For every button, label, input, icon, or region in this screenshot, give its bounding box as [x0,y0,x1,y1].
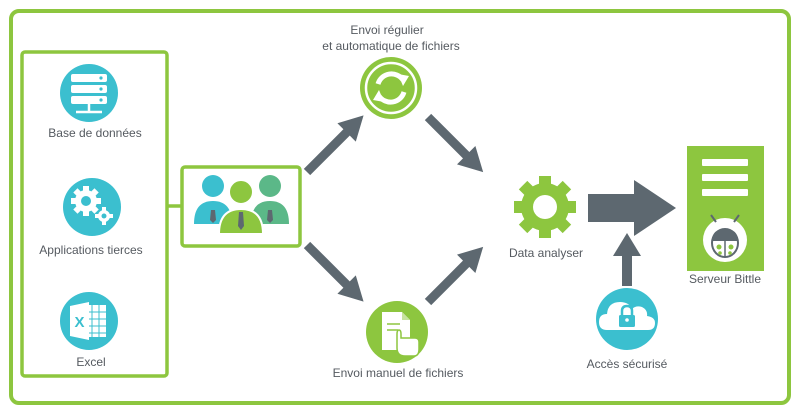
database-label: Base de données [48,126,141,140]
excel-label: Excel [76,355,105,369]
excel-letter: X [74,314,84,331]
sync-icon [360,57,422,119]
arrow-security-up [613,233,641,286]
users-group-icon [180,165,302,248]
auto-label-line2: et automatique de fichiers [322,39,459,53]
gear-icon [514,176,576,238]
outer-frame [9,9,791,405]
arrow-analyser-to-server [588,180,676,236]
arrows [303,113,676,306]
analyser-label: Data analyser [509,246,583,260]
arrow-team-to-auto [303,115,364,176]
cloud-lock-icon [596,288,658,350]
document-hand-icon [366,301,428,363]
manual-label: Envoi manuel de fichiers [333,366,464,380]
apps-label: Applications tierces [39,243,142,257]
arrow-manual-to-analyser [424,246,484,306]
auto-label-line1: Envoi régulier [350,23,423,37]
gears-icon [63,178,121,236]
arrow-auto-to-analyser [424,113,484,173]
security-label: Accès sécurisé [587,357,668,371]
server-label: Serveur Bittle [689,272,761,286]
sources-frame [20,50,169,378]
database-icon [60,64,118,122]
server-bug-icon [687,146,764,271]
arrow-team-to-manual [303,241,364,302]
excel-icon: X [60,292,118,350]
